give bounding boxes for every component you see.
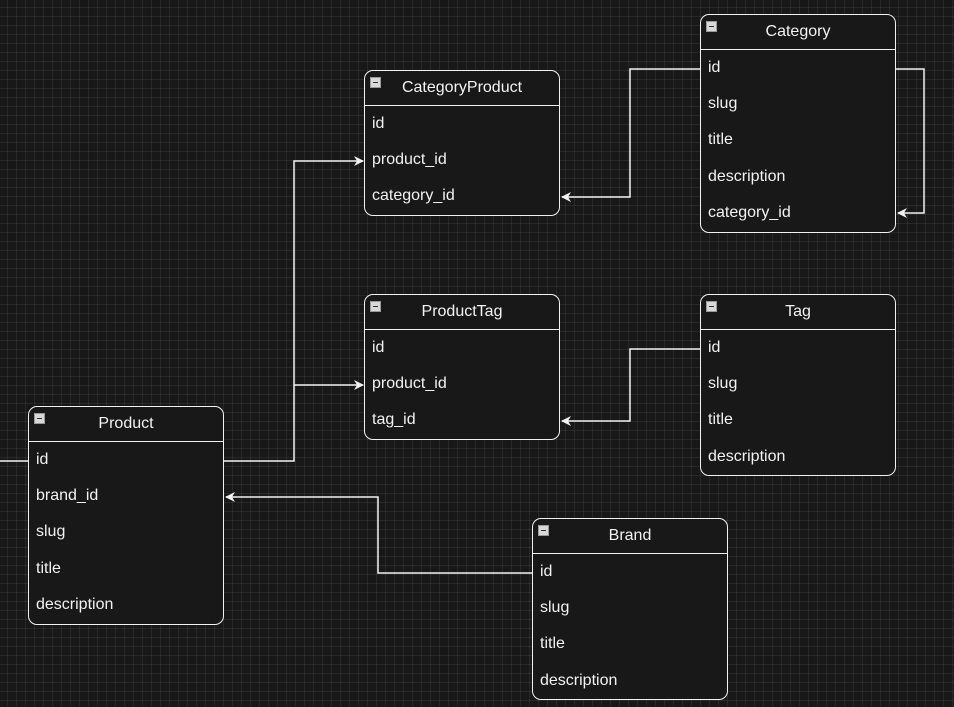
brand-field-description[interactable]: description [540,671,618,689]
categoryproduct-field-product-id[interactable]: product_id [372,151,447,169]
product-field-description[interactable]: description [36,595,114,613]
tag-field-title[interactable]: title [708,411,733,429]
producttag-field-tag-id[interactable]: tag_id [372,411,416,429]
producttag-field-product-id[interactable]: product_id [372,375,447,393]
brand-field-id[interactable]: id [540,563,553,580]
producttag-title: ProductTag [421,303,503,320]
product-field-title[interactable]: title [36,559,61,577]
collapse-icon[interactable] [538,525,549,536]
tag-table[interactable]: Tag id slug title description [700,294,896,476]
category-table[interactable]: Category id slug title description categ… [700,14,896,233]
category-field-category-id[interactable]: category_id [708,203,791,221]
brand-field-title[interactable]: title [540,635,565,653]
category-header[interactable]: Category [701,15,895,50]
collapse-icon[interactable] [706,301,717,312]
connector-category-self-reference [896,68,925,218]
category-field-slug[interactable]: slug [708,95,738,113]
categoryproduct-header[interactable]: CategoryProduct [365,71,559,106]
producttag-header[interactable]: ProductTag [365,295,559,330]
brand-title: Brand [608,527,652,544]
category-title: Category [765,23,831,40]
product-title: Product [98,415,154,432]
producttag-field-id[interactable]: id [372,339,385,356]
product-field-id[interactable]: id [36,451,49,468]
brand-header[interactable]: Brand [533,519,727,554]
categoryproduct-field-id[interactable]: id [372,115,385,132]
brand-field-slug[interactable]: slug [540,599,570,617]
category-field-title[interactable]: title [708,131,733,149]
connector-category-id-to-categoryproduct-category-id [561,68,700,202]
brand-table[interactable]: Brand id slug title description [532,518,728,700]
product-field-brand-id[interactable]: brand_id [36,487,99,505]
tag-title: Tag [785,303,811,320]
product-header[interactable]: Product [29,407,223,442]
product-table[interactable]: Product id brand_id slug title descripti… [28,406,224,625]
connector-brand-id-to-product-brand-id [225,492,532,574]
categoryproduct-field-category-id[interactable]: category_id [372,187,455,205]
categoryproduct-title: CategoryProduct [401,79,523,96]
tag-header[interactable]: Tag [701,295,895,330]
collapse-icon[interactable] [370,301,381,312]
tag-field-slug[interactable]: slug [708,375,738,393]
tag-field-description[interactable]: description [708,447,786,465]
tag-field-id[interactable]: id [708,339,721,356]
categoryproduct-table[interactable]: CategoryProduct id product_id category_i… [364,70,560,216]
collapse-icon[interactable] [706,21,717,32]
collapse-icon[interactable] [370,77,381,88]
product-field-slug[interactable]: slug [36,523,66,541]
connector-tag-id-to-producttag-tag-id [561,348,700,426]
producttag-table[interactable]: ProductTag id product_id tag_id [364,294,560,440]
connector-product-id-to-categoryproduct-product-id [224,156,364,462]
collapse-icon[interactable] [34,413,45,424]
category-field-description[interactable]: description [708,167,786,185]
category-field-id[interactable]: id [708,59,721,76]
